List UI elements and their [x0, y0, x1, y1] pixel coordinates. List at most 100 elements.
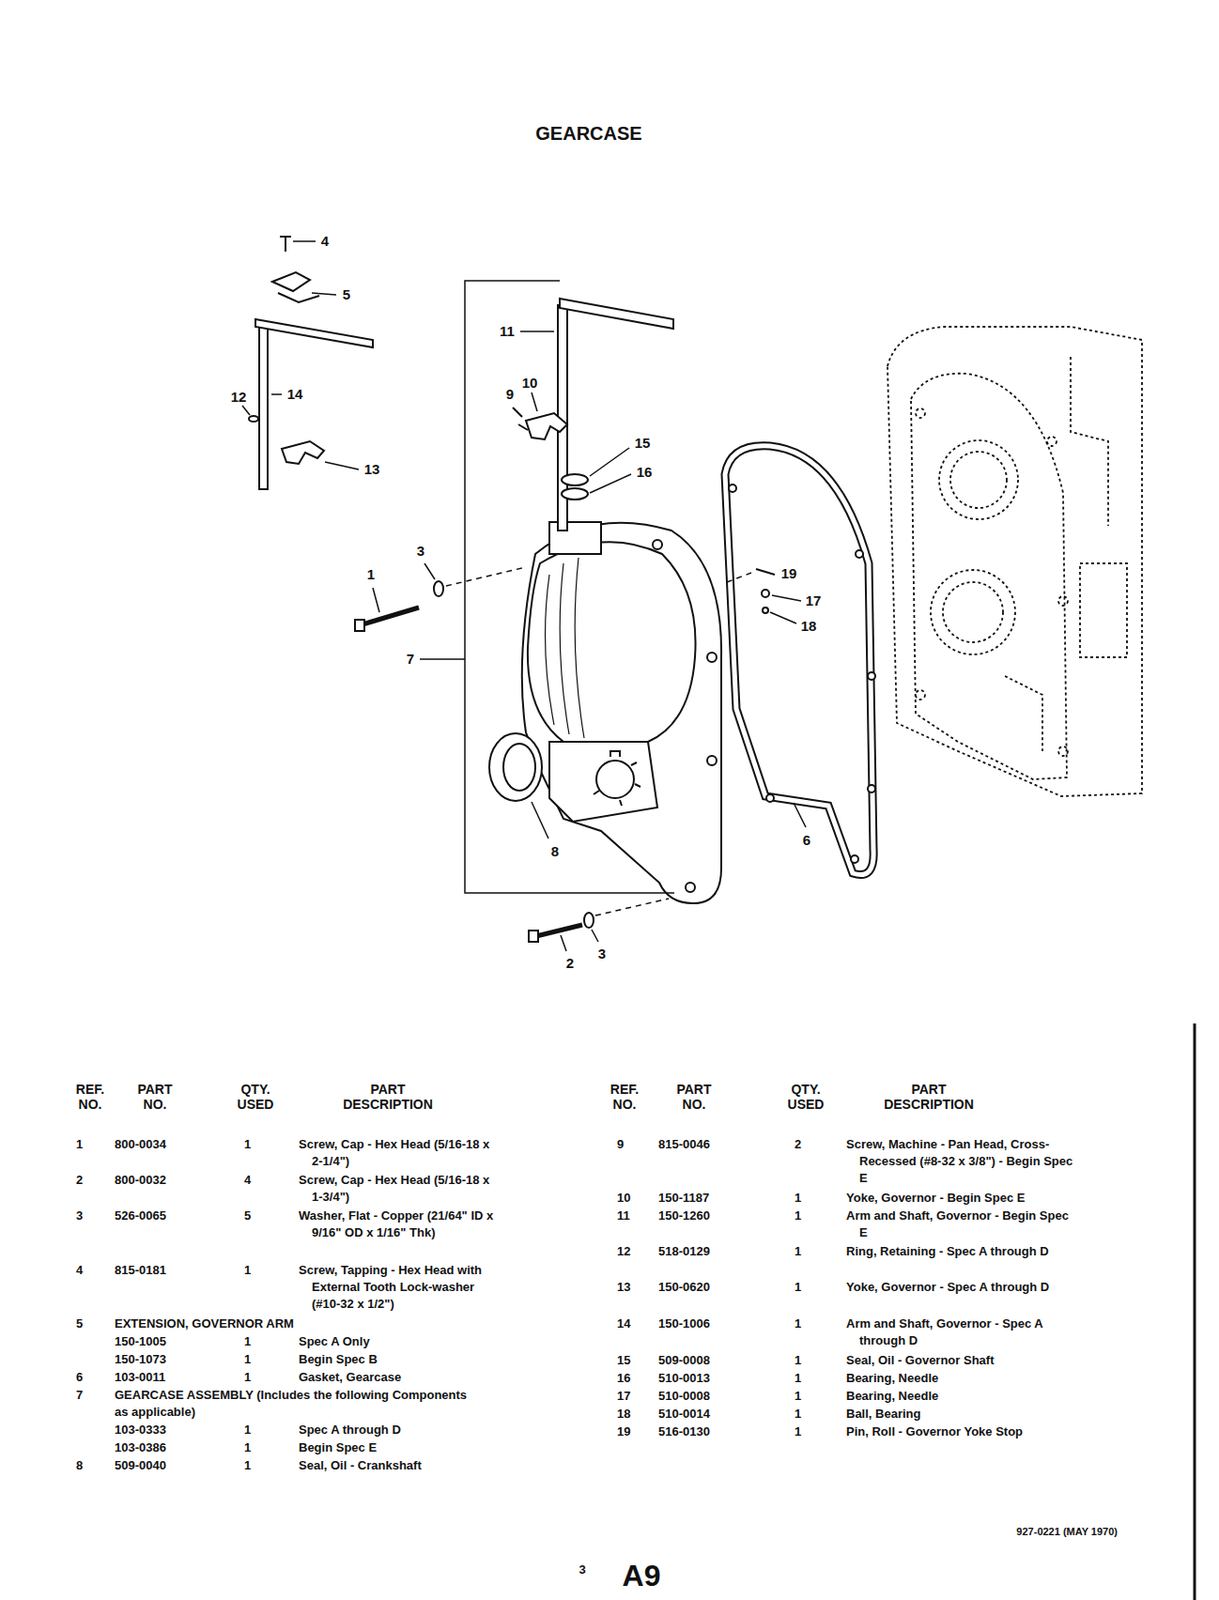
table-cell: 13	[617, 1279, 646, 1297]
page-title: GEARCASE	[401, 122, 777, 145]
table-cell: 150-1006	[658, 1315, 710, 1333]
table-cell: 103-0333	[114, 1421, 167, 1439]
screw-and-washer	[354, 569, 775, 942]
table-cell: Arm and Shaft, Governor - Spec A through…	[846, 1315, 1077, 1350]
page-border	[1193, 1023, 1197, 1600]
table-cell: 18	[617, 1405, 646, 1423]
callout-number: 19	[774, 565, 803, 583]
table-cell: 518-0129	[658, 1243, 710, 1261]
engine-block	[942, 582, 1003, 643]
table-cell: 510-0008	[658, 1388, 710, 1405]
table-cell: 526-0065	[114, 1207, 167, 1225]
screw-and-washer	[354, 619, 365, 632]
table-cell: Screw, Cap - Hex Head (5/16-18 x 1-3/4")	[298, 1172, 501, 1206]
table-cell: 1	[794, 1279, 818, 1297]
table-cell: 1	[794, 1370, 818, 1388]
table-cell: 1	[794, 1315, 818, 1333]
table-cell: 1	[244, 1136, 267, 1154]
table-header: PART NO.	[670, 1081, 718, 1112]
governor-arm-parts	[248, 236, 373, 490]
table-cell: Ring, Retaining - Spec A through D	[846, 1243, 1077, 1261]
alignment-line	[446, 567, 752, 916]
engine-block	[887, 326, 1142, 797]
governor-shaft-parts	[512, 298, 674, 531]
leader-line	[560, 935, 567, 952]
table-cell: 509-0040	[114, 1457, 167, 1475]
engine-block	[1047, 436, 1057, 447]
table-cell: 1	[794, 1388, 818, 1405]
callout-number: 9	[495, 385, 525, 403]
alignment-line	[726, 572, 752, 583]
engine-block	[939, 440, 1019, 520]
callout-number: 18	[794, 617, 823, 635]
table-cell: 5	[76, 1315, 105, 1333]
table-cell: 16	[617, 1370, 646, 1388]
gasket	[850, 855, 859, 864]
table-cell: 1	[244, 1439, 267, 1457]
table-cell: Spec A through D	[298, 1421, 501, 1439]
leader-line	[424, 563, 435, 580]
table-cell: GEARCASE ASSEMBLY (Includes the followin…	[114, 1387, 472, 1421]
crankshaft-seal	[503, 743, 536, 791]
engine-block	[1004, 356, 1127, 752]
gasket	[855, 550, 864, 558]
callout-number: 4	[310, 232, 340, 250]
table-cell: 800-0034	[114, 1136, 167, 1154]
governor-arm-parts	[248, 416, 259, 422]
callout-number: 16	[630, 463, 659, 481]
table-cell: 1	[244, 1262, 267, 1280]
table-cell: 11	[617, 1207, 646, 1225]
callout-number: 12	[224, 388, 253, 406]
table-cell: Yoke, Governor - Spec A through D	[846, 1279, 1077, 1297]
governor-arm-parts	[255, 319, 373, 348]
table-cell: 1	[794, 1189, 818, 1207]
table-cell: Ball, Bearing	[846, 1405, 1077, 1423]
leader-line	[311, 293, 337, 295]
table-cell: Gasket, Gearcase	[298, 1369, 501, 1387]
callout-number: 3	[406, 542, 435, 560]
table-cell: 15	[617, 1352, 646, 1370]
governor-arm-parts	[281, 441, 325, 464]
table-header: PART DESCRIPTION	[336, 1081, 440, 1112]
table-cell: 2	[76, 1172, 105, 1189]
table-cell: 150-1187	[658, 1189, 710, 1207]
leader-line	[293, 240, 316, 243]
callout-number: 10	[515, 374, 544, 392]
table-cell: 510-0014	[658, 1405, 710, 1423]
leader-line	[372, 587, 380, 613]
engine-block	[930, 570, 1016, 655]
table-header: PART NO.	[131, 1081, 179, 1112]
leader-line	[242, 241, 806, 952]
gearcase-cover	[652, 540, 663, 550]
engine-block	[887, 326, 1142, 797]
callout-number: 2	[555, 955, 585, 973]
gearcase-cover	[685, 882, 695, 893]
table-cell: Yoke, Governor - Begin Spec E	[846, 1189, 1077, 1207]
table-cell: 1	[244, 1369, 267, 1387]
screw-and-washer	[584, 912, 594, 928]
table-cell: 1	[244, 1333, 267, 1351]
callout-number: 8	[540, 843, 570, 861]
screw-and-washer	[433, 581, 444, 597]
leader-line	[520, 330, 555, 333]
leader-line	[464, 280, 675, 894]
table-cell: 19	[617, 1423, 646, 1441]
callout-number: 6	[792, 832, 821, 849]
page-number: A9	[603, 1558, 679, 1593]
engine-block	[910, 373, 1067, 780]
screw-and-washer	[536, 925, 583, 937]
callout-number: 17	[799, 592, 828, 610]
callout-number: 5	[332, 286, 361, 304]
engine-block	[887, 326, 1142, 797]
gearcase-cover	[549, 741, 658, 822]
table-cell: 516-0130	[658, 1423, 710, 1441]
table-cell: 1	[794, 1352, 818, 1370]
table-cell: 6	[76, 1369, 105, 1387]
leader-line	[793, 802, 806, 828]
leader-line	[271, 393, 282, 396]
leader-line	[531, 392, 538, 412]
leader-line	[589, 447, 630, 477]
table-cell: 17	[617, 1388, 646, 1405]
screw-and-washer	[761, 589, 770, 598]
table-cell: 800-0032	[114, 1172, 167, 1189]
